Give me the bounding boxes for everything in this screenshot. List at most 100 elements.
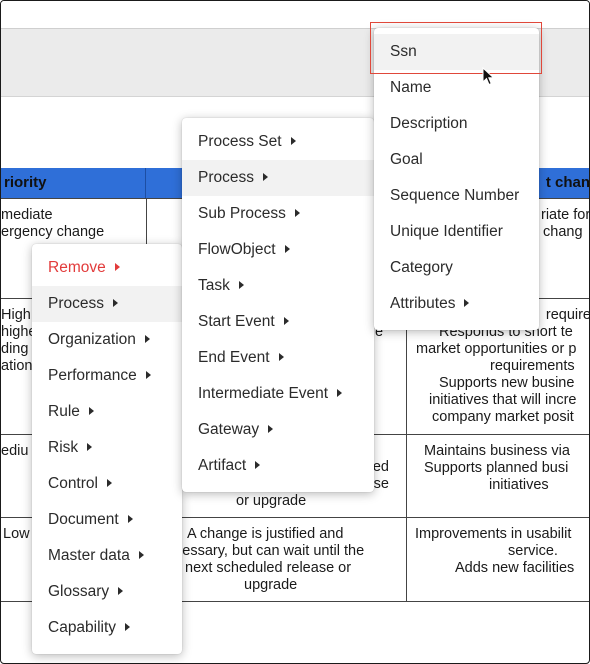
caret-right-icon	[337, 389, 343, 397]
selection-highlight-box	[370, 22, 542, 74]
process-submenu: Process Set Process Sub Process FlowObje…	[182, 118, 374, 492]
menu-item-label: Unique Identifier	[390, 223, 503, 240]
caret-right-icon	[255, 461, 261, 469]
cell-line: riate for	[541, 207, 590, 223]
caret-right-icon	[145, 371, 151, 379]
menu-item-label: Attributes	[390, 295, 456, 312]
cell-line: Improvements in usabilit	[415, 526, 572, 542]
menu-item-label: Ssn	[390, 43, 417, 60]
menu-item-process-set[interactable]: Process Set	[182, 124, 374, 160]
header-label: t chan	[545, 174, 590, 191]
caret-right-icon	[283, 317, 289, 325]
caret-right-icon	[263, 173, 268, 181]
caret-right-icon	[294, 209, 300, 217]
caret-right-icon	[144, 335, 150, 343]
menu-item-control[interactable]: Control	[32, 466, 182, 502]
menu-item-document[interactable]: Document	[32, 502, 182, 538]
menu-item-goal[interactable]: Goal	[374, 142, 539, 178]
menu-item-sequence-number[interactable]: Sequence Number	[374, 178, 539, 214]
menu-item-label: Intermediate Event	[198, 385, 329, 402]
menu-item-label: Risk	[48, 439, 79, 456]
cell-line: mediate	[1, 207, 53, 223]
menu-item-gateway[interactable]: Gateway	[182, 412, 374, 448]
row-divider	[1, 601, 589, 602]
cell-line: highe	[1, 324, 37, 340]
caret-right-icon	[87, 443, 93, 451]
cell-line: cessary, but can wait until the	[175, 543, 365, 559]
menu-item-organization[interactable]: Organization	[32, 322, 182, 358]
menu-item-risk[interactable]: Risk	[32, 430, 182, 466]
menu-item-category[interactable]: Category	[374, 250, 539, 286]
menu-item-capability[interactable]: Capability	[32, 610, 182, 646]
cell-line: A change is justified and	[187, 526, 344, 542]
mouse-cursor-icon	[482, 67, 495, 86]
menu-item-remove[interactable]: Remove	[32, 250, 182, 286]
menu-item-glossary[interactable]: Glossary	[32, 574, 182, 610]
menu-item-label: Start Event	[198, 313, 275, 330]
caret-right-icon	[114, 263, 120, 271]
cell-line: upgrade	[244, 577, 298, 593]
menu-item-process[interactable]: Process	[182, 160, 374, 196]
menu-item-label: Capability	[48, 619, 117, 636]
menu-item-flowobject[interactable]: FlowObject	[182, 232, 374, 268]
menu-item-label: Sequence Number	[390, 187, 520, 204]
caret-right-icon	[138, 551, 144, 559]
cell-line: se	[373, 476, 389, 492]
cell-line: chang	[543, 224, 583, 240]
menu-item-label: End Event	[198, 349, 270, 366]
menu-item-label: Glossary	[48, 583, 110, 600]
menu-item-label: Organization	[48, 331, 136, 348]
menu-item-label: Performance	[48, 367, 137, 384]
menu-item-end-event[interactable]: End Event	[182, 340, 374, 376]
cell-line: Adds new facilities	[455, 560, 575, 576]
cell-line: require	[545, 307, 590, 323]
menu-item-label: Sub Process	[198, 205, 286, 222]
menu-item-label: Rule	[48, 403, 80, 420]
table-cell: High highe ding ation	[1, 307, 36, 375]
cell-line: Supports planned busi	[424, 460, 569, 476]
menu-item-unique-identifier[interactable]: Unique Identifier	[374, 214, 539, 250]
menu-item-process[interactable]: Process	[32, 286, 182, 322]
menu-item-ssn[interactable]: Ssn	[374, 34, 539, 70]
caret-right-icon	[127, 515, 133, 523]
caret-right-icon	[88, 407, 94, 415]
cell-line: ding	[1, 341, 29, 357]
caret-right-icon	[268, 425, 274, 433]
caret-right-icon	[118, 587, 124, 595]
cell-line: market opportunities or p	[416, 341, 577, 357]
cell-line: requirements	[490, 358, 575, 374]
menu-item-master-data[interactable]: Master data	[32, 538, 182, 574]
menu-item-label: Control	[48, 475, 98, 492]
menu-item-label: Process	[198, 169, 254, 186]
menu-item-task[interactable]: Task	[182, 268, 374, 304]
menu-item-label: Process	[48, 295, 104, 312]
cell-line: company market posit	[432, 409, 574, 425]
menu-item-start-event[interactable]: Start Event	[182, 304, 374, 340]
table-cell: Maintains business via Supports planned …	[421, 443, 570, 494]
cell-line: ed	[372, 459, 389, 475]
cell-line: ergency change	[1, 224, 105, 240]
menu-item-intermediate-event[interactable]: Intermediate Event	[182, 376, 374, 412]
column-divider	[406, 198, 407, 602]
table-cell: ed se or upgrade	[231, 459, 391, 510]
top-strip	[1, 1, 589, 29]
menu-item-rule[interactable]: Rule	[32, 394, 182, 430]
table-cell: e	[375, 324, 384, 340]
menu-item-label: Process Set	[198, 133, 282, 150]
header-label: riority	[4, 174, 47, 191]
menu-item-artifact[interactable]: Artifact	[182, 448, 374, 484]
caret-right-icon	[113, 299, 118, 307]
menu-item-attributes[interactable]: Attributes	[374, 286, 539, 322]
caret-right-icon	[238, 281, 244, 289]
menu-item-description[interactable]: Description	[374, 106, 539, 142]
caret-right-icon	[125, 623, 131, 631]
context-menu: Remove Process Organization Performance …	[32, 244, 182, 654]
menu-item-label: Document	[48, 511, 119, 528]
menu-item-sub-process[interactable]: Sub Process	[182, 196, 374, 232]
cell-line: service.	[508, 543, 558, 559]
table-cell: ediu	[1, 443, 29, 459]
menu-item-performance[interactable]: Performance	[32, 358, 182, 394]
menu-item-label: Goal	[390, 151, 423, 168]
menu-item-name[interactable]: Name	[374, 70, 539, 106]
